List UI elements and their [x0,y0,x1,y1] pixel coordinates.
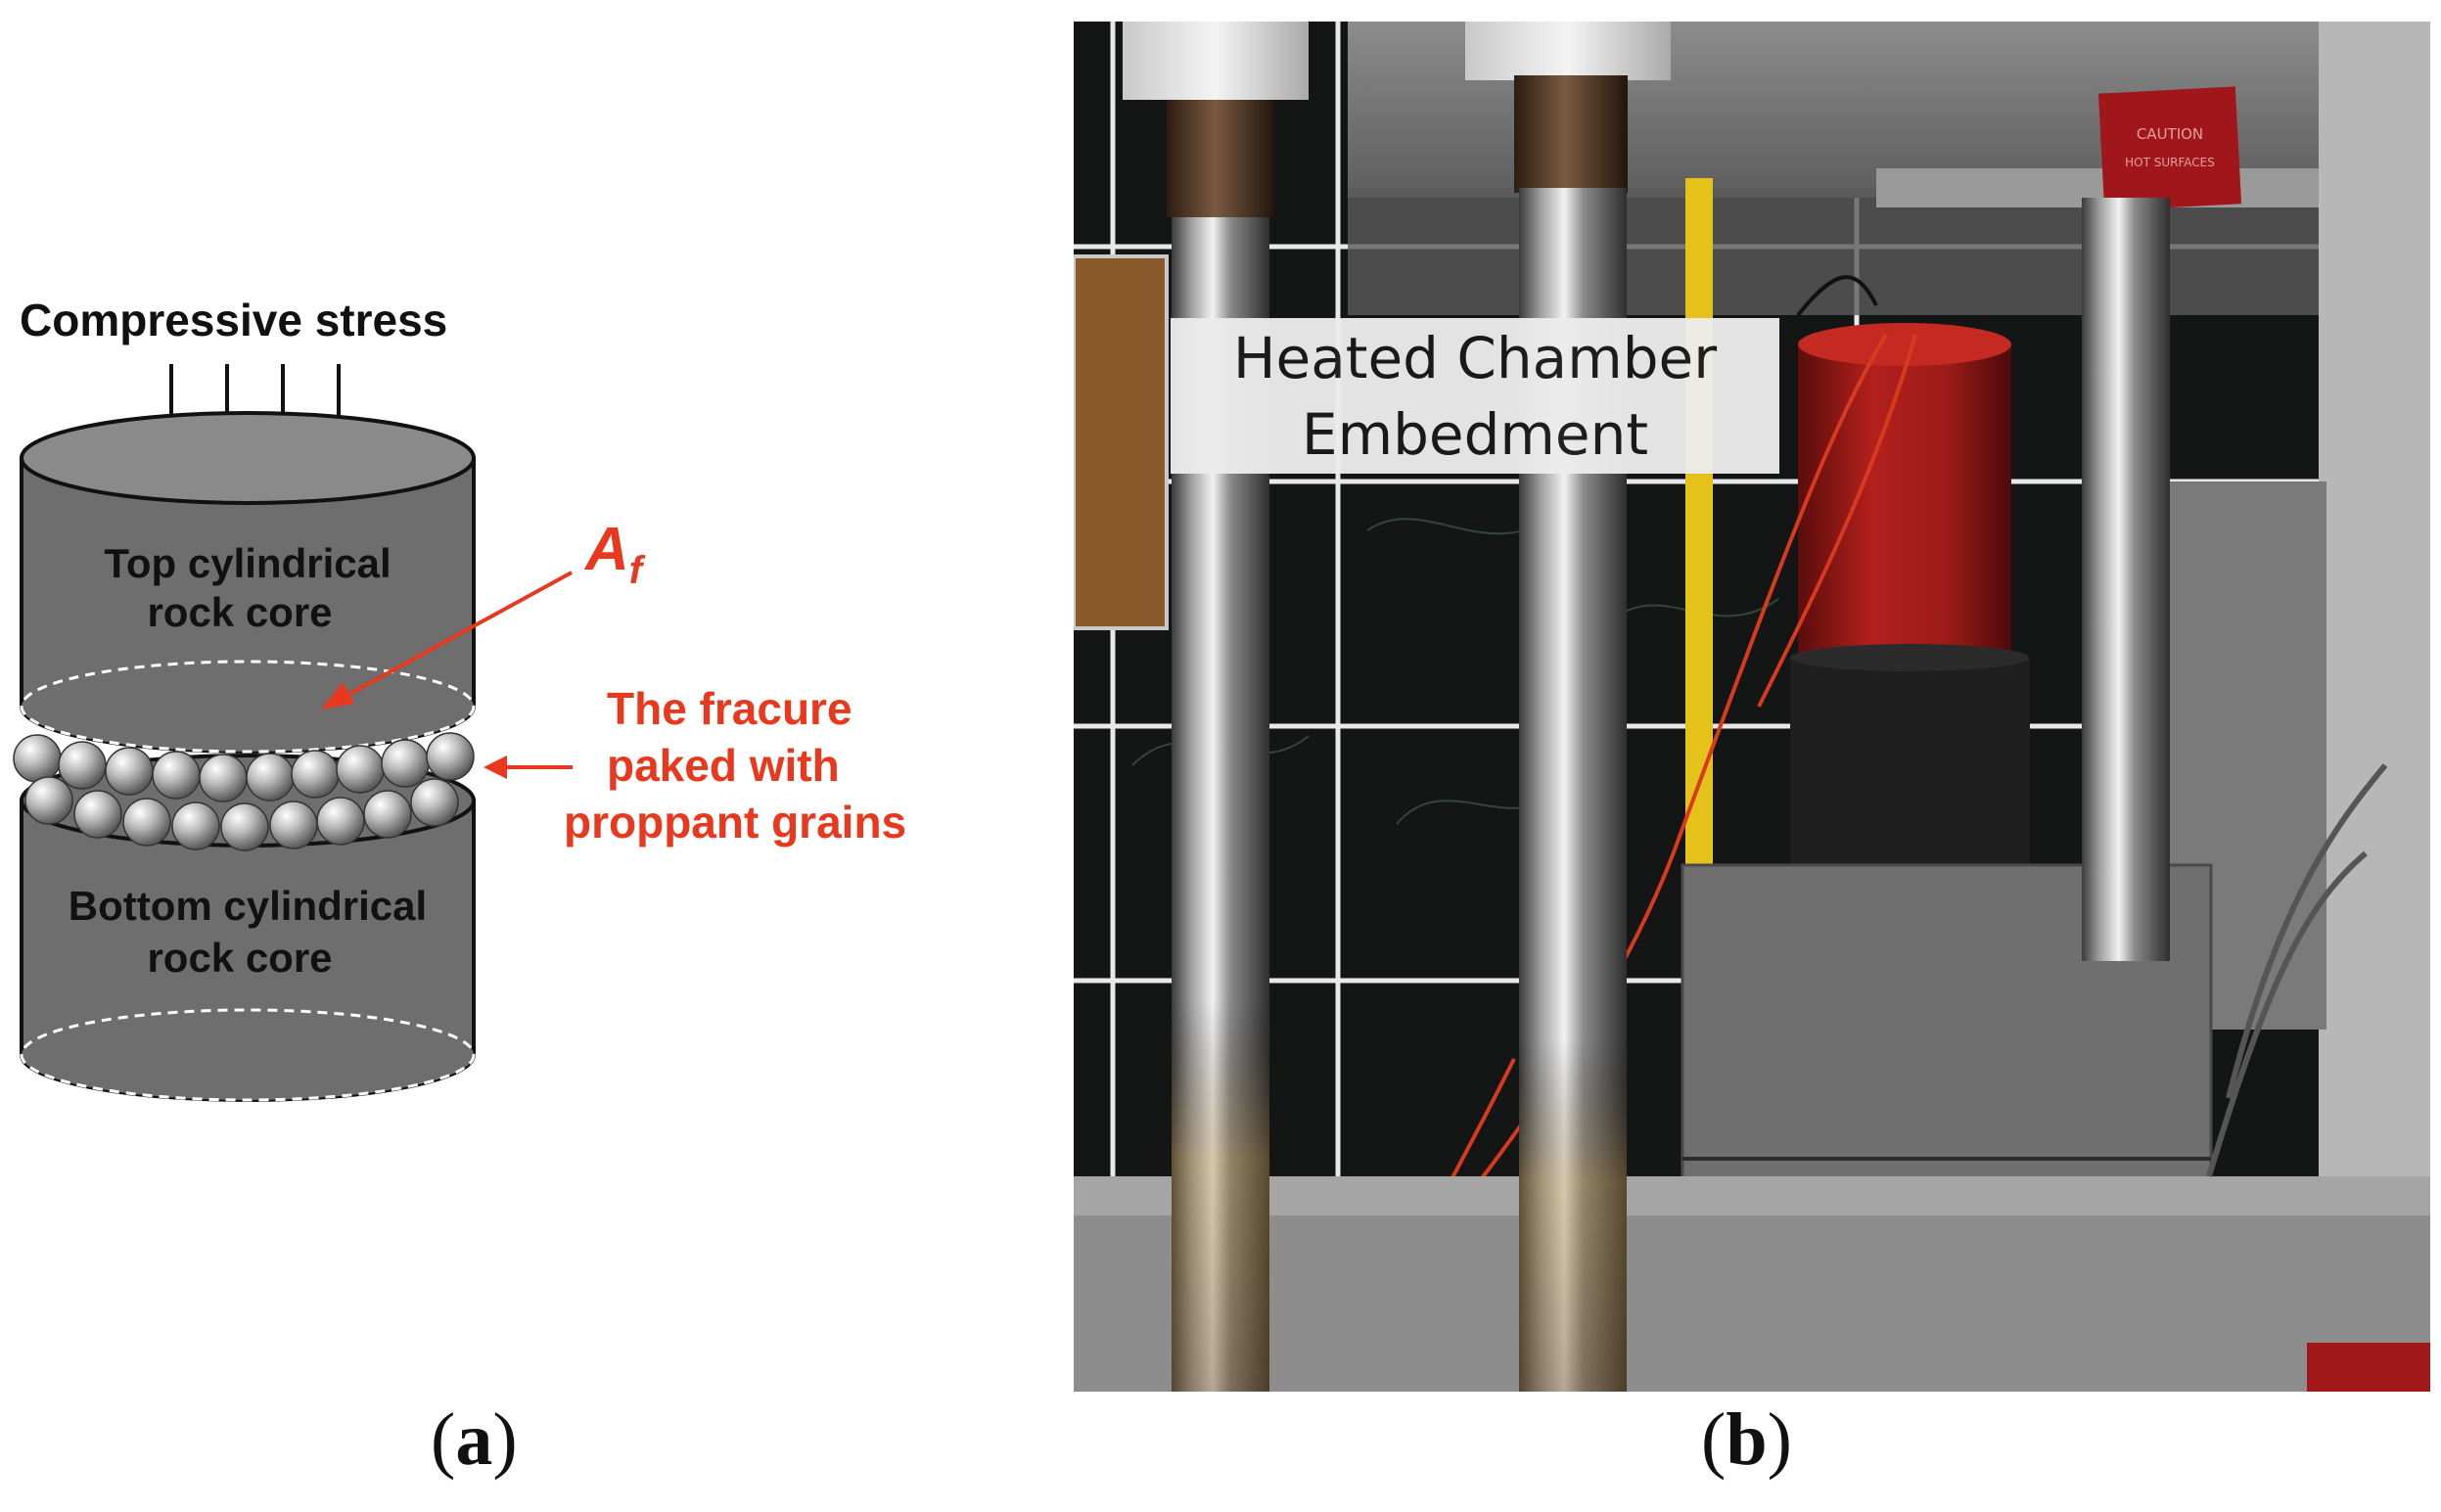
caption-a-letter: a [455,1398,493,1481]
black-block [1790,658,2030,873]
caption-a-open: ( [431,1398,456,1481]
area-label-main: A [583,516,629,583]
caption-a-close: ) [492,1398,518,1481]
top-core-label-line2: rock core [147,589,332,635]
cables [2206,763,2388,1177]
yellow-post [1685,178,1713,883]
photo-illustration: CAUTION HOT SURFACES [1074,22,2430,1392]
area-label-subscript: f [629,549,646,592]
heated-chamber-label-line1: Heated Chamber [1232,324,1718,391]
caution-sign-line1: CAUTION [2137,125,2203,143]
caution-sign-line2: HOT SURFACES [2125,156,2215,169]
proppant-grains [13,732,475,851]
top-rock-core [20,411,476,754]
top-core-label-line1: Top cylindrical [104,540,391,586]
bottom-core-label-line2: rock core [147,935,332,981]
caption-b-letter: b [1726,1398,1768,1481]
fracture-label-line2: paked with [607,740,840,791]
area-fracture-label: Af [583,516,646,592]
compressive-stress-label: Compressive stress [20,295,447,345]
area-arrow [321,571,573,710]
caution-sign: CAUTION HOT SURFACES [2097,86,2242,211]
side-rod [2082,198,2170,961]
caption-b: (b) [1701,1397,1792,1483]
heated-chamber-label: Heated Chamber Embedment [1171,318,1779,474]
caption-a: (a) [431,1397,518,1483]
brown-panel [1074,256,1167,628]
fracture-schematic: Compressive stress Top cylindrical rock … [13,295,906,1102]
heated-chamber-label-line2: Embedment [1301,400,1649,468]
caption-b-open: ( [1701,1398,1727,1481]
fracture-label-line3: proppant grains [564,797,906,848]
fracture-arrow [484,756,573,779]
lab-press-photo: CAUTION HOT SURFACES [1074,22,2430,1392]
heated-chamber [1798,323,2011,677]
caption-b-close: ) [1767,1398,1792,1481]
right-cabinet [2319,22,2430,1392]
bottom-core-label-line1: Bottom cylindrical [69,883,427,929]
fracture-label-line1: The fracure [607,683,852,734]
